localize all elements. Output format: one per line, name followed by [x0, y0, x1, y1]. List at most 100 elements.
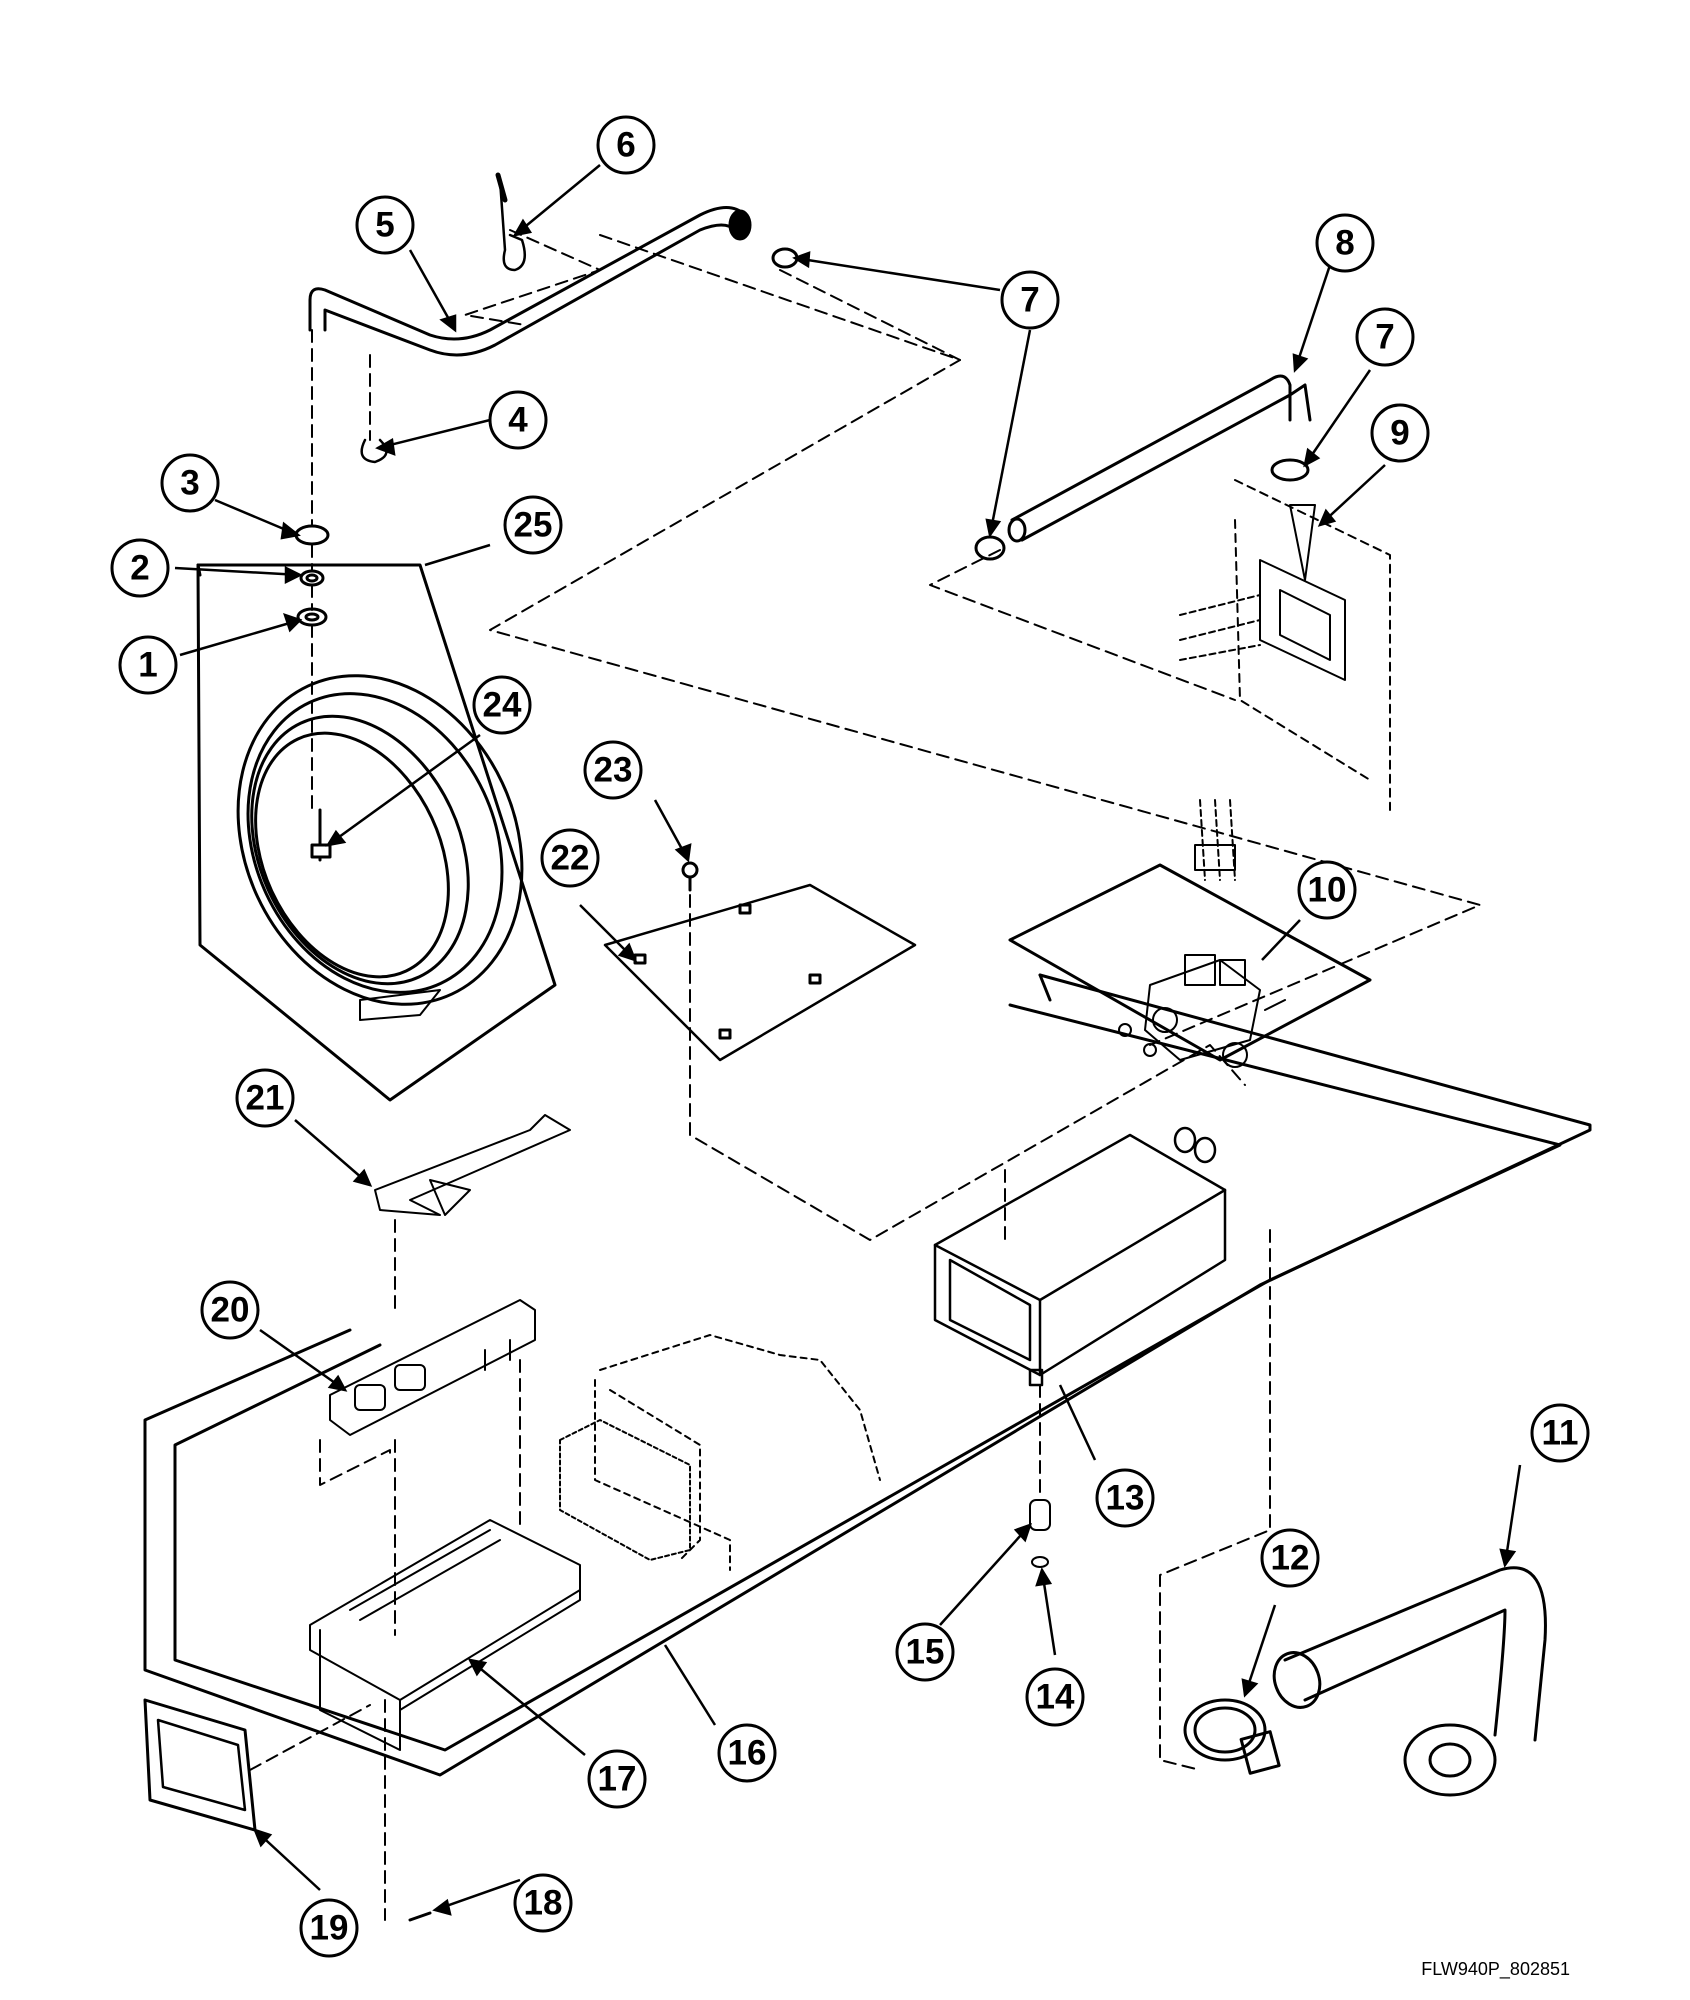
callout-circle-4 [488, 390, 548, 450]
callout-circle-1 [118, 635, 178, 695]
callout-circle-3 [160, 453, 220, 513]
leader-20 [259, 1328, 348, 1392]
callout-circle-12 [1260, 1528, 1320, 1588]
leader-18 [432, 1878, 521, 1916]
hose-fill [1007, 374, 1312, 543]
leader-6 [512, 164, 601, 237]
cabinet-outline [143, 973, 1592, 1777]
callout-17: 17 [598, 1760, 637, 1799]
valve-bracket [1179, 479, 1391, 811]
callout-circle-23 [583, 740, 643, 800]
callout-circle-17 [587, 1749, 647, 1809]
dispenser-housing [309, 1519, 581, 1751]
callout-14: 14 [1036, 1678, 1075, 1717]
leader-1 [179, 613, 303, 657]
leader-7b [1303, 369, 1372, 468]
leader-17 [467, 1658, 586, 1756]
leader-25 [424, 543, 491, 567]
callout-circle-11 [1530, 1403, 1590, 1463]
leader-2 [174, 565, 303, 585]
leader-8 [1292, 264, 1332, 373]
leader-12 [1241, 1604, 1277, 1698]
callout-5: 5 [375, 206, 394, 245]
callout-11: 11 [1542, 1414, 1579, 1453]
leader-7a-bottom [985, 329, 1032, 539]
hidden-details [559, 1334, 881, 1571]
callout-circle-9 [1370, 403, 1430, 463]
nozzle-washer [1029, 1499, 1051, 1568]
screw-18 [408, 1911, 432, 1922]
callout-23: 23 [594, 751, 633, 790]
callout-circle-2 [110, 538, 170, 598]
leader-10 [1261, 919, 1301, 961]
callout-1: 1 [138, 646, 157, 685]
leader-14 [1035, 1567, 1057, 1656]
callout-circle-5 [355, 195, 415, 255]
callout-circle-21 [235, 1068, 295, 1128]
callout-16: 16 [728, 1734, 767, 1773]
callout-circle-22 [540, 828, 600, 888]
callout-circle-8 [1315, 213, 1375, 273]
drawer-handle [143, 1698, 257, 1832]
diagram-id: FLW940P_802851 [1421, 1959, 1570, 1979]
callout-circle-7a [1000, 270, 1060, 330]
hose-clamp-large [1183, 1698, 1281, 1775]
drain-hose [1272, 1566, 1547, 1797]
callout-circle-18 [513, 1873, 573, 1933]
callout-4: 4 [508, 401, 528, 440]
callout-circle-6 [596, 115, 656, 175]
callout-18: 18 [524, 1884, 563, 1923]
dispenser-body [933, 1126, 1227, 1387]
callout-10: 10 [1308, 871, 1347, 910]
leader-7a-top [792, 251, 1001, 292]
callout-circle-16 [717, 1723, 777, 1783]
callout-7a: 7 [1020, 281, 1039, 320]
callout-circle-19 [299, 1898, 359, 1958]
callout-3: 3 [180, 464, 199, 503]
callout-6: 6 [616, 126, 635, 165]
leader-11 [1499, 1464, 1522, 1568]
dispenser-lid [374, 1114, 571, 1216]
callout-circle-13 [1095, 1468, 1155, 1528]
callout-19: 19 [310, 1909, 349, 1948]
leader-13 [1058, 1384, 1097, 1461]
callout-circle-7b [1355, 307, 1415, 367]
callout-20: 20 [211, 1291, 250, 1330]
callout-12: 12 [1271, 1539, 1310, 1578]
inlet-valve [1118, 799, 1286, 1068]
callout-circle-24 [472, 675, 532, 735]
leader-16 [663, 1644, 717, 1726]
callout-circle-10 [1297, 860, 1357, 920]
callout-2: 2 [130, 549, 149, 588]
callout-21: 21 [246, 1079, 285, 1118]
callout-25: 25 [514, 506, 553, 545]
leader-4 [375, 418, 491, 456]
leader-3 [214, 498, 301, 540]
leader-22 [579, 904, 638, 963]
callout-circle-25 [503, 495, 563, 555]
leader-23 [653, 799, 692, 863]
dispenser-top [329, 1299, 536, 1436]
leader-15 [939, 1522, 1032, 1626]
valve-box [1008, 863, 1372, 1062]
leader-24 [325, 733, 481, 847]
leader-19 [252, 1827, 321, 1891]
callout-13: 13 [1106, 1479, 1145, 1518]
callout-circle-20 [200, 1280, 260, 1340]
callout-24: 24 [483, 686, 522, 725]
callout-circle-15 [895, 1622, 955, 1682]
leader-9 [1317, 464, 1386, 527]
callout-8: 8 [1335, 224, 1354, 263]
callout-9: 9 [1390, 414, 1409, 453]
hose-upper [308, 206, 752, 357]
callout-22: 22 [551, 839, 590, 878]
leader-5 [408, 249, 457, 333]
cover-plate [603, 861, 917, 1062]
tub-boot [236, 674, 524, 1021]
tie-clamp [495, 172, 527, 272]
callout-circle-14 [1025, 1667, 1085, 1727]
assembly-lines [249, 229, 1481, 1921]
callout-7b: 7 [1375, 318, 1394, 357]
callout-15: 15 [906, 1633, 945, 1672]
leader-21 [294, 1119, 373, 1187]
